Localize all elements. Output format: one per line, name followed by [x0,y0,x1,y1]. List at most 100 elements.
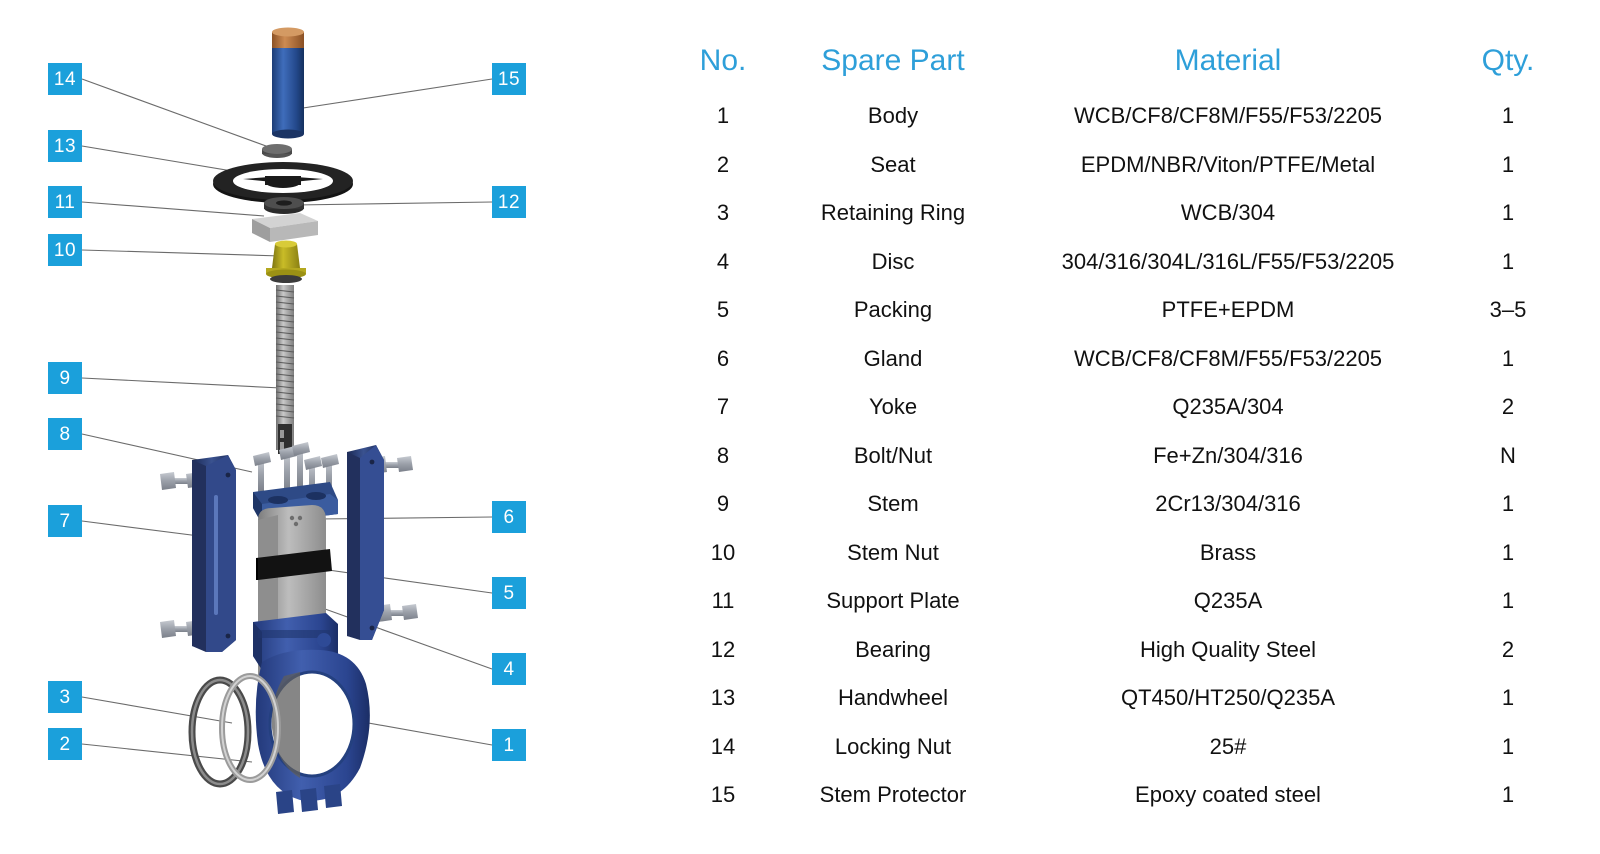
cell-material: Q235A [1193,588,1263,614]
callout-label: 9 [59,367,71,389]
part-retaining-ring [188,676,252,788]
cell-part: Stem Protector [819,782,967,808]
callout-badge-5[interactable]: 5 [492,577,526,609]
leader-lines [81,78,493,763]
cell-qty: 2 [1501,636,1515,662]
part-handwheel [213,162,353,203]
callout-badge-4[interactable]: 4 [492,653,526,685]
table-row: 10 Stem Nut Brass 1 [678,529,1578,578]
callout-label: 5 [503,582,515,604]
cell-no: 10 [710,539,736,565]
cell-qty: N [1500,442,1516,468]
cell-part: Locking Nut [834,733,952,759]
cell-no: 3 [716,200,730,226]
callout-badge-15[interactable]: 15 [492,63,526,95]
column-header-part: Spare Part [821,44,965,77]
cell-material: QT450/HT250/Q235A [1120,685,1335,711]
callout-label: 15 [497,68,521,90]
part-yoke-right [347,445,384,640]
callout-label: 4 [503,658,515,680]
cell-qty: 1 [1501,151,1515,177]
cell-material: EPDM/NBR/Viton/PTFE/Metal [1080,151,1376,177]
cell-qty: 1 [1501,200,1515,226]
table-body: 1 Body WCB/CF8/CF8M/F55/F53/2205 1 2 Sea… [678,92,1578,820]
cell-no: 6 [716,345,730,371]
part-stem [275,285,295,454]
callout-badge-12[interactable]: 12 [492,186,526,218]
table-row: 15 Stem Protector Epoxy coated steel 1 [678,771,1578,820]
cell-no: 7 [716,394,730,420]
cell-material: High Quality Steel [1139,636,1317,662]
cell-qty: 1 [1501,491,1515,517]
table-row: 8 Bolt/Nut Fe+Zn/304/316 N [678,432,1578,481]
table-row: 7 Yoke Q235A/304 2 [678,383,1578,432]
table-row: 13 Handwheel QT450/HT250/Q235A 1 [678,674,1578,723]
column-header-material: Material [1174,44,1282,77]
part-yoke-left [192,455,236,652]
table-row: 1 Body WCB/CF8/CF8M/F55/F53/2205 1 [678,92,1578,141]
callout-badge-9[interactable]: 9 [48,362,82,394]
cell-material: 304/316/304L/316L/F55/F53/2205 [1061,248,1395,274]
callout-label: 3 [59,686,71,708]
exploded-diagram: 14 13 11 10 9 8 7 3 2 15 12 [0,0,660,854]
table-row: 2 Seat EPDM/NBR/Viton/PTFE/Metal 1 [678,141,1578,190]
cell-no: 2 [716,151,730,177]
cell-qty: 1 [1501,588,1515,614]
cell-part: Packing [853,297,933,323]
part-support-plate [252,213,318,242]
callout-badge-7[interactable]: 7 [48,505,82,537]
cell-part: Support Plate [826,588,960,614]
cell-material: 25# [1209,733,1247,759]
cell-material: 2Cr13/304/316 [1155,491,1301,517]
cell-part: Seat [870,151,916,177]
cell-no: 9 [716,491,730,517]
cell-qty: 1 [1501,733,1515,759]
callout-label: 6 [503,506,515,528]
cell-qty: 2 [1501,394,1515,420]
column-header-no: No. [699,44,747,77]
callout-badge-13[interactable]: 13 [48,130,82,162]
callout-badge-10[interactable]: 10 [48,234,82,266]
cell-part: Bolt/Nut [853,442,933,468]
column-header-qty: Qty. [1481,44,1535,77]
cell-part: Stem Nut [847,539,939,565]
cell-no: 11 [711,588,735,614]
cell-part: Stem [867,491,919,517]
callout-label: 8 [59,423,71,445]
cell-material: PTFE+EPDM [1161,297,1295,323]
cell-qty: 1 [1501,103,1515,129]
part-bearing [264,197,304,214]
callout-badge-11[interactable]: 11 [48,186,82,218]
table-header-row: No. Spare Part Material Qty. [678,44,1578,92]
table-row: 6 Gland WCB/CF8/CF8M/F55/F53/2205 1 [678,335,1578,384]
cell-part: Gland [863,345,923,371]
table-row: 5 Packing PTFE+EPDM 3–5 [678,286,1578,335]
cell-part: Retaining Ring [820,200,966,226]
cell-material: WCB/CF8/CF8M/F55/F53/2205 [1073,345,1383,371]
callout-label: 14 [53,68,77,90]
valve-assembly-svg [81,27,493,814]
cell-part: Bearing [855,636,931,662]
callout-label: 10 [53,239,77,261]
table-row: 3 Retaining Ring WCB/304 1 [678,189,1578,238]
cell-part: Body [867,103,919,129]
spare-parts-table: No. Spare Part Material Qty. 1 Body WCB/… [678,44,1578,820]
callout-badge-3[interactable]: 3 [48,681,82,713]
callout-badge-14[interactable]: 14 [48,63,82,95]
callout-badge-1[interactable]: 1 [492,729,526,761]
callout-label: 2 [59,733,71,755]
callout-badge-2[interactable]: 2 [48,728,82,760]
part-packing [256,549,332,580]
callout-badge-8[interactable]: 8 [48,418,82,450]
cell-material: Epoxy coated steel [1135,782,1321,808]
cell-material: WCB/CF8/CF8M/F55/F53/2205 [1073,103,1383,129]
spare-parts-panel: No. Spare Part Material Qty. 1 Body WCB/… [660,0,1600,854]
table-row: 4 Disc 304/316/304L/316L/F55/F53/2205 1 [678,238,1578,287]
part-stem-nut [266,240,306,283]
cell-qty: 1 [1501,782,1515,808]
cell-qty: 1 [1501,345,1515,371]
part-locking-nut [262,144,292,158]
callout-badge-6[interactable]: 6 [492,501,526,533]
cell-material: Q235A/304 [1172,394,1284,420]
